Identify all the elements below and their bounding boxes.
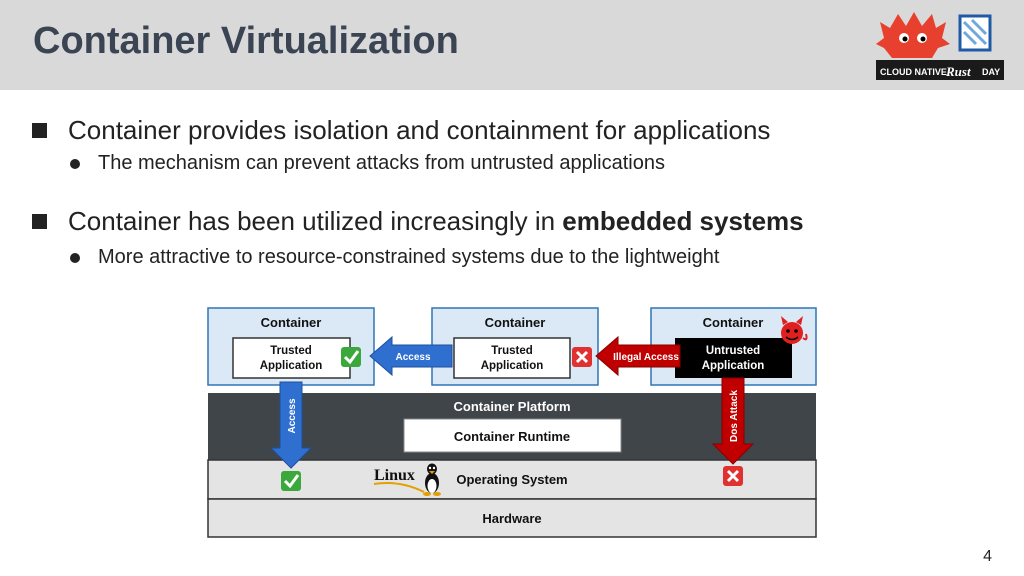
hardware-label: Hardware xyxy=(482,511,541,526)
app-3-line-1: Untrusted xyxy=(706,345,760,357)
hardware-layer xyxy=(207,498,817,538)
square-bullet-icon xyxy=(32,123,47,138)
sub-bullet-1: The mechanism can prevent attacks from u… xyxy=(70,152,665,175)
container-label-3: Container xyxy=(703,315,764,330)
access-arrow-vertical: Access xyxy=(269,381,313,469)
linux-logo: Linux xyxy=(373,463,441,496)
round-bullet-icon xyxy=(70,252,80,263)
title-bar xyxy=(0,0,1024,90)
bullet-2: Container has been utilized increasingly… xyxy=(32,206,804,237)
trusted-app-box-2 xyxy=(453,337,571,379)
cross-icon xyxy=(572,347,592,367)
svg-text:Linux: Linux xyxy=(374,467,415,484)
bold-phrase: embedded systems xyxy=(562,206,804,236)
flag-icon xyxy=(958,14,992,52)
container-runtime-box xyxy=(403,418,622,453)
slide-title: Container Virtualization xyxy=(33,20,459,62)
svg-text:CLOUD NATIVE: CLOUD NATIVE xyxy=(880,67,947,77)
svg-text:DAY: DAY xyxy=(982,67,1000,77)
os-label: Operating System xyxy=(456,472,567,487)
illegal-access-arrow: Illegal Access xyxy=(595,335,681,377)
trusted-app-box-1 xyxy=(232,337,351,379)
untrusted-app-box xyxy=(675,338,792,378)
bullet-1: Container provides isolation and contain… xyxy=(32,115,770,146)
operating-system-layer xyxy=(207,459,817,500)
bullet-1-text: Container provides isolation and contain… xyxy=(68,115,771,145)
svg-text:Access: Access xyxy=(287,398,298,433)
cross-icon xyxy=(723,466,743,486)
sub-bullet-2-text: More attractive to resource-constrained … xyxy=(98,246,720,268)
app-3-line-2: Application xyxy=(702,360,765,372)
platform-label: Container Platform xyxy=(453,399,570,414)
check-icon xyxy=(281,471,301,491)
app-2-line-2: Application xyxy=(481,360,544,372)
container-label-2: Container xyxy=(485,315,546,330)
svg-text:Dos Attack: Dos Attack xyxy=(729,390,740,442)
container-label-1: Container xyxy=(261,315,322,330)
round-bullet-icon xyxy=(70,158,80,169)
app-1-line-1: Trusted xyxy=(270,345,312,357)
sub-bullet-1-text: The mechanism can prevent attacks from u… xyxy=(98,152,665,174)
cloud-native-rust-day-logo: CLOUD NATIVE Rust DAY xyxy=(876,12,1004,80)
page-number: 4 xyxy=(983,548,992,565)
svg-text:Access: Access xyxy=(395,352,430,363)
runtime-label: Container Runtime xyxy=(454,429,570,444)
devil-icon xyxy=(781,316,808,344)
tux-icon xyxy=(423,463,441,496)
app-2-line-1: Trusted xyxy=(491,345,533,357)
square-bullet-icon xyxy=(32,214,47,229)
svg-text:Rust: Rust xyxy=(945,64,971,79)
access-arrow-horizontal: Access xyxy=(369,335,453,377)
bullet-2-text: Container has been utilized increasingly… xyxy=(68,206,804,236)
crab-icon xyxy=(876,12,950,58)
sub-bullet-2: More attractive to resource-constrained … xyxy=(70,246,719,269)
svg-text:Illegal Access: Illegal Access xyxy=(613,352,679,363)
app-1-line-2: Application xyxy=(260,360,323,372)
dos-attack-arrow: Dos Attack xyxy=(711,377,755,465)
check-icon xyxy=(341,347,361,367)
